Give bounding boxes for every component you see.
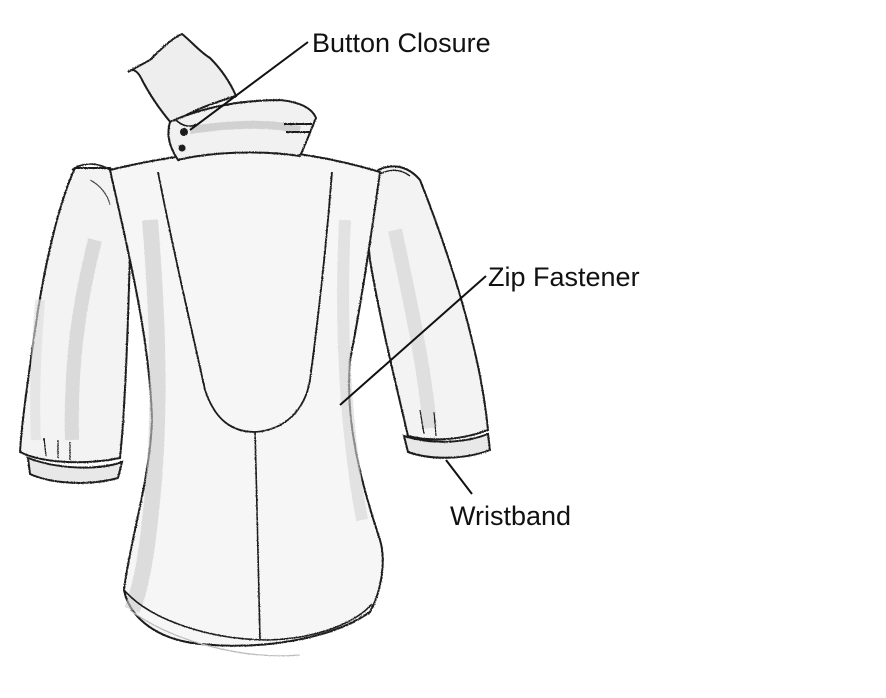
collar [127, 32, 318, 162]
right-sleeve [367, 165, 492, 459]
button-icon [180, 128, 188, 136]
label-button-closure: Button Closure [312, 28, 491, 58]
shirt-illustration [18, 32, 492, 657]
leader-zip-fastener [339, 275, 487, 406]
label-zip-fastener: Zip Fastener [488, 262, 640, 292]
button-icon-2 [178, 144, 186, 152]
label-wristband: Wristband [450, 501, 572, 531]
left-sleeve [18, 163, 132, 484]
shirt-body [108, 148, 384, 657]
leader-wristband [445, 459, 473, 495]
leader-lines [189, 41, 487, 495]
leader-button-closure [189, 41, 309, 131]
